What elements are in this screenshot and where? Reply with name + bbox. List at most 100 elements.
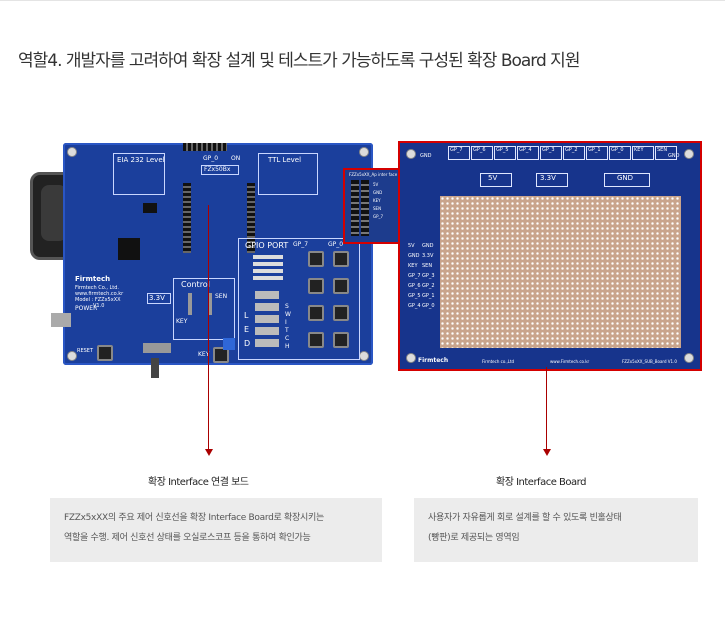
description-right-line: (빵판)로 제공되는 영역임 [428, 533, 520, 543]
hdr-gp5: GP_5 [496, 147, 509, 153]
left-row: GP_4 [408, 303, 421, 309]
description-left-line: FZZx5xXX의 주요 제어 신호선을 확장 Interface Board로… [64, 513, 324, 523]
exp-gnd-right: GND [668, 153, 680, 159]
reset-button [97, 345, 113, 361]
left-row: GND [408, 253, 420, 259]
gpio-button [333, 278, 349, 294]
header-top [183, 143, 227, 151]
mount-hole [406, 353, 416, 363]
right-row: GP_1 [422, 293, 435, 299]
sw-t: T [285, 327, 289, 334]
interface-header [361, 180, 369, 236]
description-left: FZZx5xXX의 주요 제어 신호선을 확장 Interface Board로… [50, 498, 382, 562]
gnd-box [604, 173, 650, 187]
page-title: 역할4. 개발자를 고려하여 확장 설계 및 테스트가 가능하도록 구성된 확장… [18, 51, 580, 71]
mount-hole [359, 351, 369, 361]
ver-label: V1.0 [93, 303, 105, 309]
right-row: GP_2 [422, 283, 435, 289]
arrow-right-icon [542, 449, 551, 456]
left-row: GP_6 [408, 283, 421, 289]
on-label: ON [231, 155, 241, 162]
v33-box [147, 293, 171, 304]
hdr-gp6: GP_6 [473, 147, 486, 153]
mount-hole [684, 149, 694, 159]
right-row: GP_3 [422, 273, 435, 279]
exp-model: FZZx5xXX_SUB_Board V1.0 [622, 359, 677, 364]
company-label: Firmtech Co., Ltd. [75, 285, 120, 291]
sen-label: SEN [215, 293, 228, 300]
hdr-gp0: GP_0 [611, 147, 624, 153]
gp0-label: GP_0 [328, 241, 344, 248]
dip-switch [255, 291, 279, 351]
iface-row: GP_7 [373, 214, 384, 219]
sw-c: C [285, 335, 290, 342]
right-row: GP_0 [422, 303, 435, 309]
crystal-pin [208, 293, 212, 315]
control-box [173, 278, 235, 340]
description-right: 사용자가 자유롭게 회로 설계를 할 수 있도록 빈홀상태 (빵판)로 제공되는… [414, 498, 698, 562]
url-label: www.firmtech.co.kr [75, 291, 124, 297]
right-row: SEN [422, 263, 433, 269]
key-label-2: KEY [198, 351, 210, 358]
exp-firmtech-logo: Firmtech [418, 357, 449, 364]
crystal-pin [188, 293, 192, 315]
hdr-key: KEY [634, 147, 644, 153]
eia-label: EIA 232 Level [117, 156, 165, 164]
ttl-label: TTL Level [268, 156, 302, 164]
breadboard-grid [440, 196, 681, 348]
left-row: GP_7 [408, 273, 421, 279]
exp-gnd-left: GND [420, 153, 432, 159]
right-row: GND [422, 243, 434, 249]
sw-i: I [285, 319, 287, 326]
caption-right: 확장 Interface Board [496, 477, 586, 488]
ttl-box [258, 153, 318, 195]
v33-label: 3.3V [540, 174, 556, 182]
gpio-button [333, 251, 349, 267]
gpio-button [333, 332, 349, 348]
mount-hole [406, 149, 416, 159]
left-row: GP_5 [408, 293, 421, 299]
gpio-button [308, 305, 324, 321]
header-left [183, 183, 191, 253]
iface-row: SEN [373, 206, 382, 211]
interface-title: FZZx5xXX_Ap inter face Board [349, 172, 411, 177]
v5-label: 5V [488, 174, 498, 182]
pointer-line-right [546, 367, 547, 450]
hdr-gp2: GP_2 [565, 147, 578, 153]
mount-hole [67, 147, 77, 157]
sw-h: H [285, 343, 290, 350]
gp7-label: GP_7 [293, 241, 309, 248]
usb-connector [51, 313, 71, 327]
gpio-button [308, 332, 324, 348]
arrow-left-icon [204, 449, 213, 456]
mount-hole [684, 353, 694, 363]
firmtech-logo: Firmtech [75, 275, 111, 283]
hdr-gp4: GP_4 [519, 147, 532, 153]
potentiometer [223, 338, 235, 350]
description-left-line: 역할을 수행. 제어 신호선 상태를 오실로스코프 등을 통하여 확인가능 [64, 533, 311, 543]
header-right [247, 183, 255, 253]
gpio-button [308, 278, 324, 294]
eia-box [113, 153, 165, 195]
sw-s: S [285, 303, 289, 310]
exp-url: www.Firmtech.co.kr [550, 359, 590, 364]
gpio-button [333, 305, 349, 321]
power-label: POWER [75, 305, 98, 312]
key-button [213, 347, 229, 363]
v33-label: 3.3V [149, 294, 165, 302]
hdr-gp7: GP_7 [450, 147, 463, 153]
switch [143, 343, 171, 353]
mount-hole [359, 147, 369, 157]
gp-label: GP_0 [203, 155, 219, 162]
fzx-box [201, 165, 239, 175]
hdr-gp3: GP_3 [542, 147, 555, 153]
gpio-button [308, 251, 324, 267]
iface-row: KEY [373, 198, 381, 203]
left-row: KEY [408, 263, 418, 269]
led-d: D [244, 339, 251, 348]
switch-lever [151, 358, 159, 378]
led-l: L [244, 311, 249, 320]
hdr-gp1: GP_1 [588, 147, 601, 153]
hdr-sen: SEN [657, 147, 668, 153]
iface-row: GND [373, 190, 383, 195]
